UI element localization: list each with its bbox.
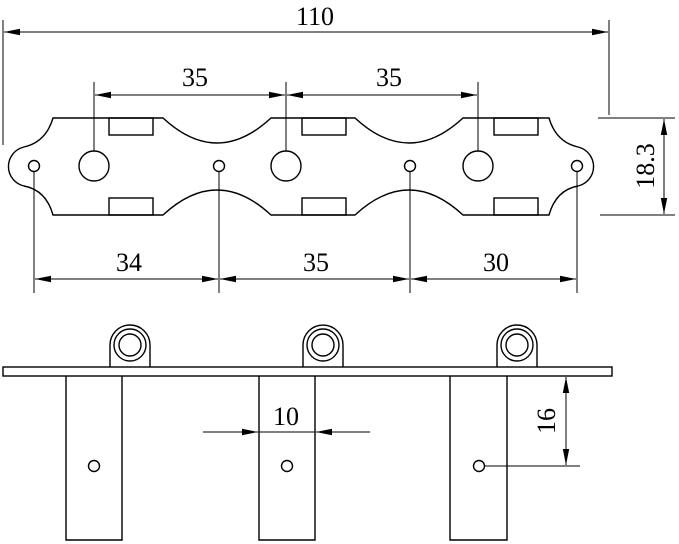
- post-hole: [462, 150, 494, 182]
- top-view: 110 35 35 18.3 34 35 30: [2, 2, 675, 293]
- tuner-post: [258, 376, 316, 541]
- mount-hole: [27, 159, 41, 173]
- front-view: 10 16: [2, 324, 613, 541]
- post-hole: [270, 150, 302, 182]
- tab-slot: [493, 117, 539, 136]
- dimension-pitch-left: 35: [182, 63, 208, 92]
- tuner-post: [449, 376, 508, 541]
- mount-hole: [570, 159, 584, 173]
- dimension-overall-length: 110: [296, 2, 334, 31]
- plate-outline: [7, 117, 595, 216]
- mount-hole: [403, 159, 417, 173]
- tab-slot: [301, 117, 347, 136]
- dimension-plate-height: 18.3: [631, 143, 660, 189]
- base-plate: [2, 366, 613, 377]
- tab-slot: [108, 117, 154, 136]
- post-side-hole: [87, 459, 101, 473]
- dimension-span-right: 30: [483, 248, 509, 277]
- roller-cap: [109, 324, 151, 367]
- tab-slot: [301, 197, 347, 216]
- mount-hole: [212, 159, 226, 173]
- post-side-hole: [280, 459, 294, 473]
- tuner-post: [65, 376, 123, 541]
- post-hole: [78, 150, 110, 182]
- dimension-span-middle: 35: [303, 248, 329, 277]
- dimension-post-width: 10: [273, 402, 299, 431]
- dimension-span-left: 34: [116, 248, 142, 277]
- tab-slot: [493, 197, 539, 216]
- dimension-hole-depth: 16: [532, 408, 561, 434]
- post-side-hole: [472, 459, 486, 473]
- roller-cap: [496, 324, 538, 367]
- roller-cap: [302, 324, 344, 367]
- tab-slot: [108, 197, 154, 216]
- dimension-pitch-right: 35: [376, 63, 402, 92]
